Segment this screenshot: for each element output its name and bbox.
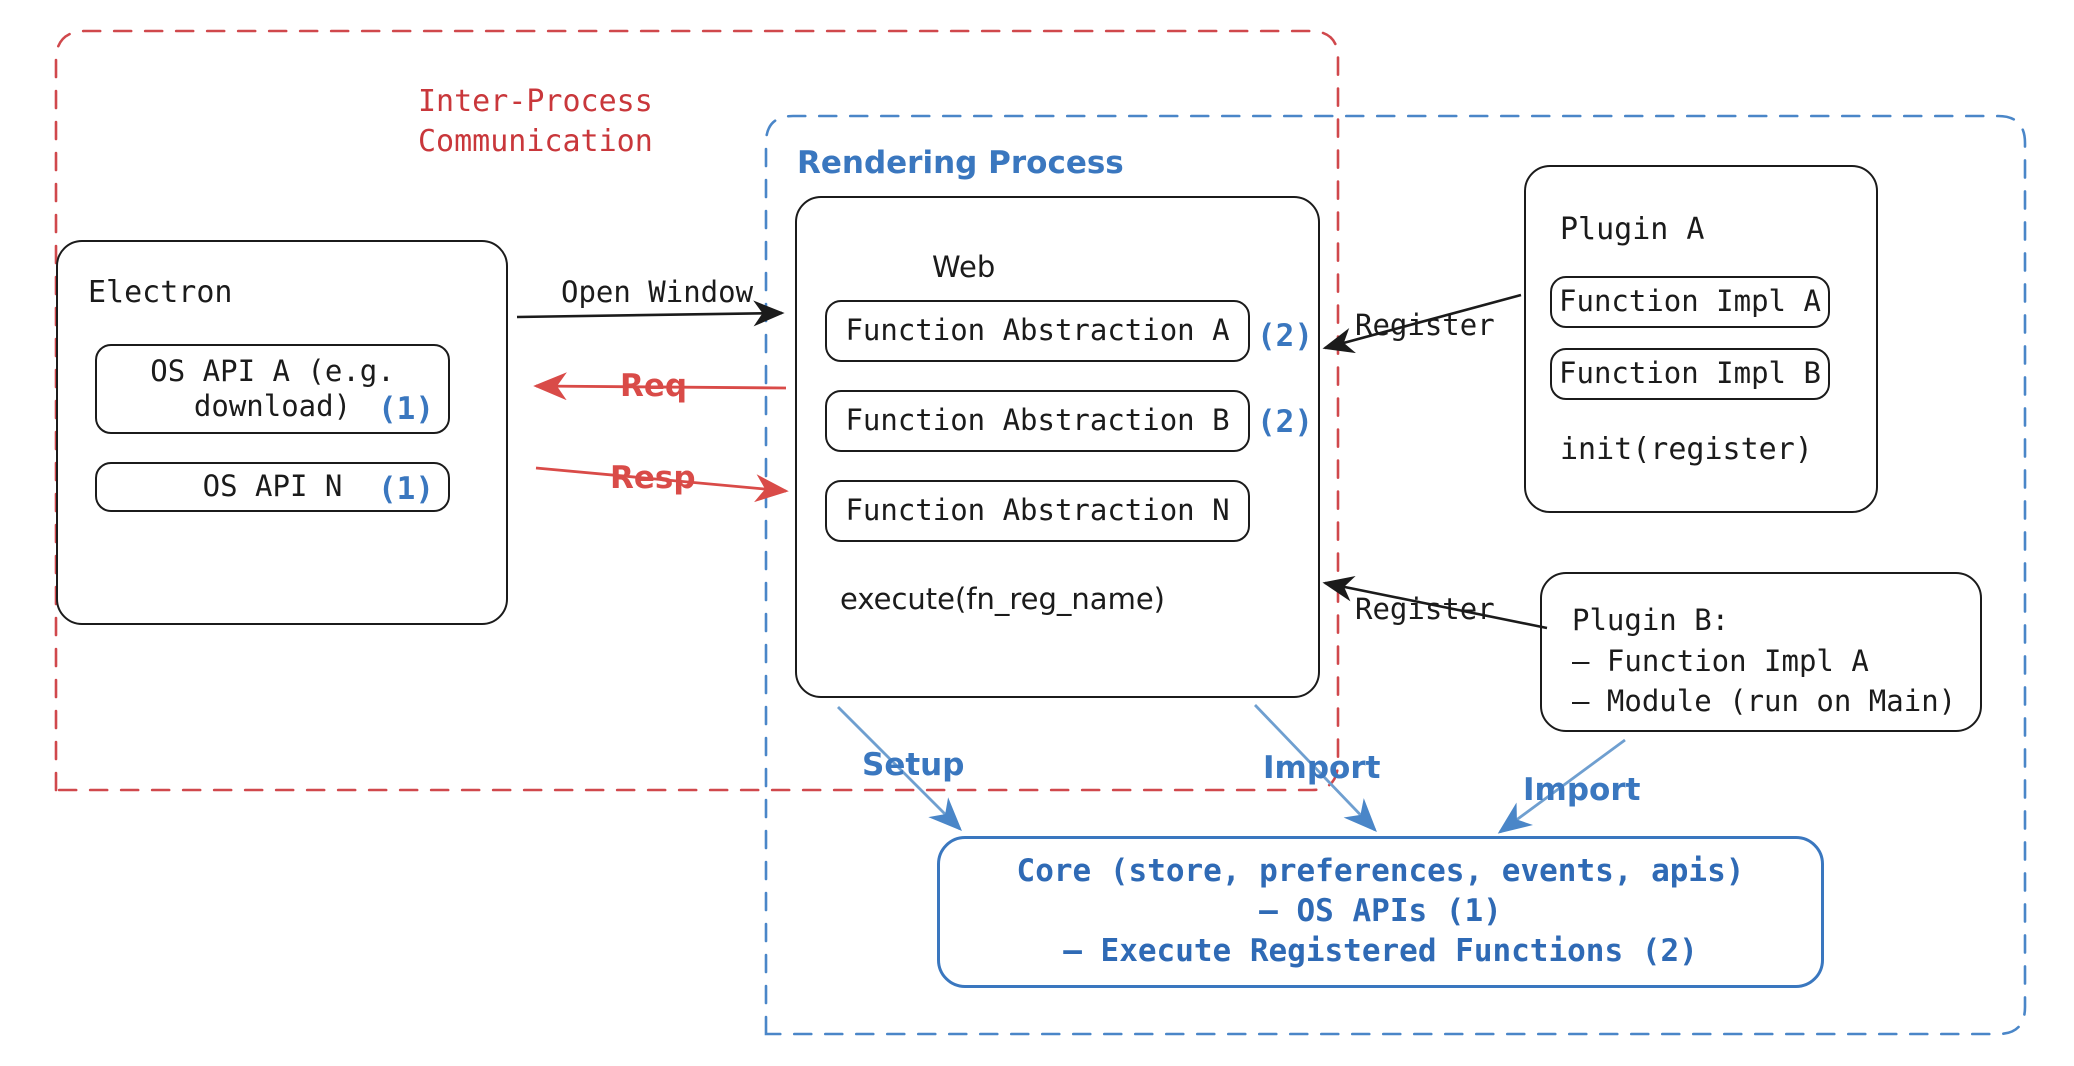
- os-api-a-note: (1): [378, 391, 434, 427]
- arrow-label-req: Req: [620, 368, 688, 404]
- arrow-open-window: [516, 300, 785, 327]
- function-abstraction-n-label: Function Abstraction N: [845, 493, 1230, 528]
- web-box[interactable]: [795, 196, 1320, 698]
- function-abstraction-b-note: (2): [1257, 404, 1313, 440]
- plugin-b-box[interactable]: [1540, 572, 1982, 732]
- plugin-a-init-footer: init(register): [1560, 432, 1813, 467]
- plugin-a-box[interactable]: [1524, 165, 1878, 513]
- web-title: Web: [932, 250, 996, 284]
- arrow-label-import-web: Import: [1263, 750, 1381, 786]
- function-abstraction-b-label: Function Abstraction B: [845, 403, 1230, 438]
- os-api-a-box[interactable]: OS API A (e.g. download): [95, 344, 450, 434]
- os-api-n-label: OS API N: [202, 469, 343, 504]
- rendering-region-title: Rendering Process: [797, 145, 1124, 181]
- arrow-label-register-b: Register: [1355, 592, 1495, 626]
- core-line-3: — Execute Registered Functions (2): [1063, 932, 1698, 969]
- function-abstraction-a-note: (2): [1257, 318, 1313, 354]
- plugin-b-text: Plugin B: — Function Impl A — Module (ru…: [1572, 603, 1957, 719]
- plugin-a-function-impl-a-box[interactable]: Function Impl A: [1550, 276, 1830, 328]
- function-abstraction-n-box[interactable]: Function Abstraction N: [825, 480, 1250, 542]
- plugin-a-function-impl-b-label: Function Impl B: [1559, 356, 1821, 391]
- core-box[interactable]: Core (store, preferences, events, apis) …: [937, 836, 1824, 988]
- plugin-a-title: Plugin A: [1560, 212, 1705, 247]
- web-execute-footer: execute(fn_reg_name): [840, 582, 1165, 616]
- core-line-2: — OS APIs (1): [1259, 893, 1502, 930]
- function-abstraction-a-label: Function Abstraction A: [845, 313, 1230, 348]
- arrow-label-register-a: Register: [1355, 308, 1495, 342]
- arrow-label-open-window: Open Window: [561, 275, 754, 309]
- ipc-region-title: Inter-Process Communication: [418, 84, 653, 159]
- plugin-a-function-impl-b-box[interactable]: Function Impl B: [1550, 348, 1830, 400]
- arrow-label-import-plugin: Import: [1523, 772, 1641, 808]
- electron-title: Electron: [88, 275, 233, 310]
- os-api-n-box[interactable]: OS API N: [95, 462, 450, 512]
- function-abstraction-a-box[interactable]: Function Abstraction A: [825, 300, 1250, 362]
- os-api-n-note: (1): [378, 471, 434, 507]
- plugin-a-function-impl-a-label: Function Impl A: [1559, 284, 1821, 319]
- electron-box[interactable]: [56, 240, 508, 625]
- core-line-1: Core (store, preferences, events, apis): [1016, 853, 1745, 890]
- os-api-a-label: OS API A (e.g. download): [150, 353, 395, 423]
- function-abstraction-b-box[interactable]: Function Abstraction B: [825, 390, 1250, 452]
- arrow-label-setup: Setup: [862, 747, 965, 783]
- arrow-label-resp: Resp: [610, 460, 696, 496]
